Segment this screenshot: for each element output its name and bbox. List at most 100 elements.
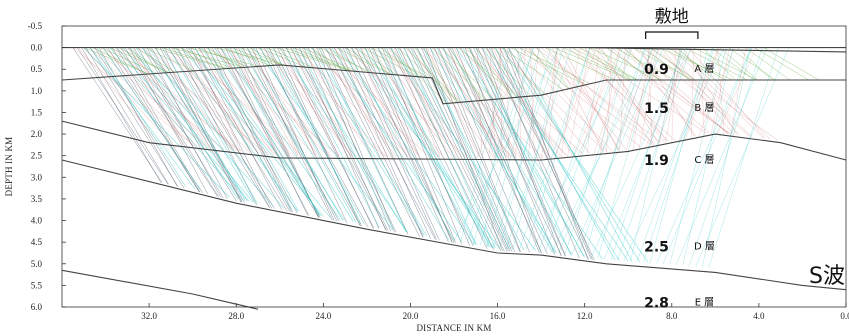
ray-path [615, 47, 675, 81]
ray-path [214, 47, 316, 157]
ray-path [517, 47, 522, 160]
ray-path [611, 47, 710, 134]
y-tick-label: 5.5 [31, 280, 43, 290]
ray-path [554, 47, 631, 81]
ray-path [658, 47, 681, 146]
ray-path [656, 47, 752, 264]
ray-path [197, 47, 274, 156]
ray-path [464, 47, 542, 254]
ray-path [525, 47, 591, 251]
ray-path [230, 47, 290, 156]
ray-path [328, 47, 389, 157]
y-axis-label: DEPTH IN KM [4, 137, 14, 197]
ray-path [240, 47, 284, 66]
layer-name: C 層 [694, 154, 714, 166]
y-tick-label: 0.5 [31, 64, 43, 74]
ray-path [277, 47, 361, 226]
ray-path [176, 47, 259, 154]
ray-path [318, 47, 372, 73]
ray-path [630, 47, 682, 262]
ray-path [188, 47, 259, 67]
ray-path [669, 47, 727, 265]
ray-path [240, 47, 343, 221]
ray-path [360, 47, 449, 242]
ray-path [242, 47, 340, 222]
ray-path [475, 47, 572, 255]
ray-path [377, 47, 457, 158]
ray-path [246, 47, 354, 223]
ray-path [355, 47, 408, 157]
ray-path [220, 47, 341, 220]
ray-path [344, 47, 467, 158]
ray-path [279, 47, 408, 233]
ray-path [671, 47, 764, 139]
layer-name: B 層 [694, 102, 714, 114]
ray-path [187, 47, 294, 156]
ray-path [292, 47, 407, 233]
ray-path [168, 47, 270, 208]
ray-path [530, 47, 535, 160]
ray-path [514, 47, 633, 262]
ray-path [275, 47, 351, 72]
ray-path [364, 47, 494, 249]
ray-path [545, 47, 624, 252]
x-tick-label: 12.0 [577, 311, 593, 321]
ray-path [486, 47, 561, 157]
ray-path [78, 47, 159, 142]
ray-path [524, 47, 652, 145]
y-tick-label: 5.0 [31, 259, 43, 269]
ray-path [393, 47, 441, 158]
ray-path [373, 47, 457, 244]
ray-path [495, 47, 616, 261]
ray-path [527, 47, 569, 90]
ray-path [700, 47, 705, 137]
ray-path [687, 47, 766, 139]
ray-path [558, 47, 647, 254]
ray-path [89, 47, 195, 146]
ray-path [227, 47, 320, 216]
ray-path [85, 47, 169, 185]
ray-path [617, 47, 730, 134]
ray-path [294, 47, 389, 232]
ray-path [310, 47, 346, 71]
ray-path [219, 47, 278, 156]
ray-path [469, 47, 556, 255]
ray-path [290, 47, 355, 157]
ray-path [597, 47, 632, 81]
ray-path [546, 47, 627, 150]
ray-path [312, 47, 409, 157]
ray-path [264, 47, 348, 224]
ray-path [588, 47, 662, 81]
ray-path [361, 47, 420, 157]
ray-path [728, 47, 776, 81]
ray-path [649, 47, 778, 141]
ray-path [165, 47, 278, 156]
ray-path [442, 47, 521, 158]
ray-path [429, 47, 515, 252]
ray-path [702, 47, 736, 81]
ray-path [484, 47, 531, 97]
layer-velocity: 0.9 [644, 62, 669, 78]
ray-path [317, 47, 397, 157]
ray-path [473, 47, 566, 257]
ray-path [368, 47, 453, 243]
ray-path [682, 47, 734, 266]
ray-path [316, 47, 395, 233]
ray-path [568, 47, 676, 141]
ray-path [72, 47, 194, 146]
ray-path [553, 47, 597, 159]
ray-path [571, 47, 638, 81]
ray-path [111, 47, 200, 192]
ray-path [168, 47, 258, 204]
ray-path [488, 47, 502, 160]
ray-path [612, 47, 654, 153]
ray-path [649, 47, 696, 81]
ray-path [547, 47, 558, 160]
ray-path [203, 47, 298, 214]
ray-path [633, 47, 729, 134]
ray-path [763, 47, 820, 81]
ray-path [236, 47, 298, 156]
ray-path [301, 47, 372, 157]
